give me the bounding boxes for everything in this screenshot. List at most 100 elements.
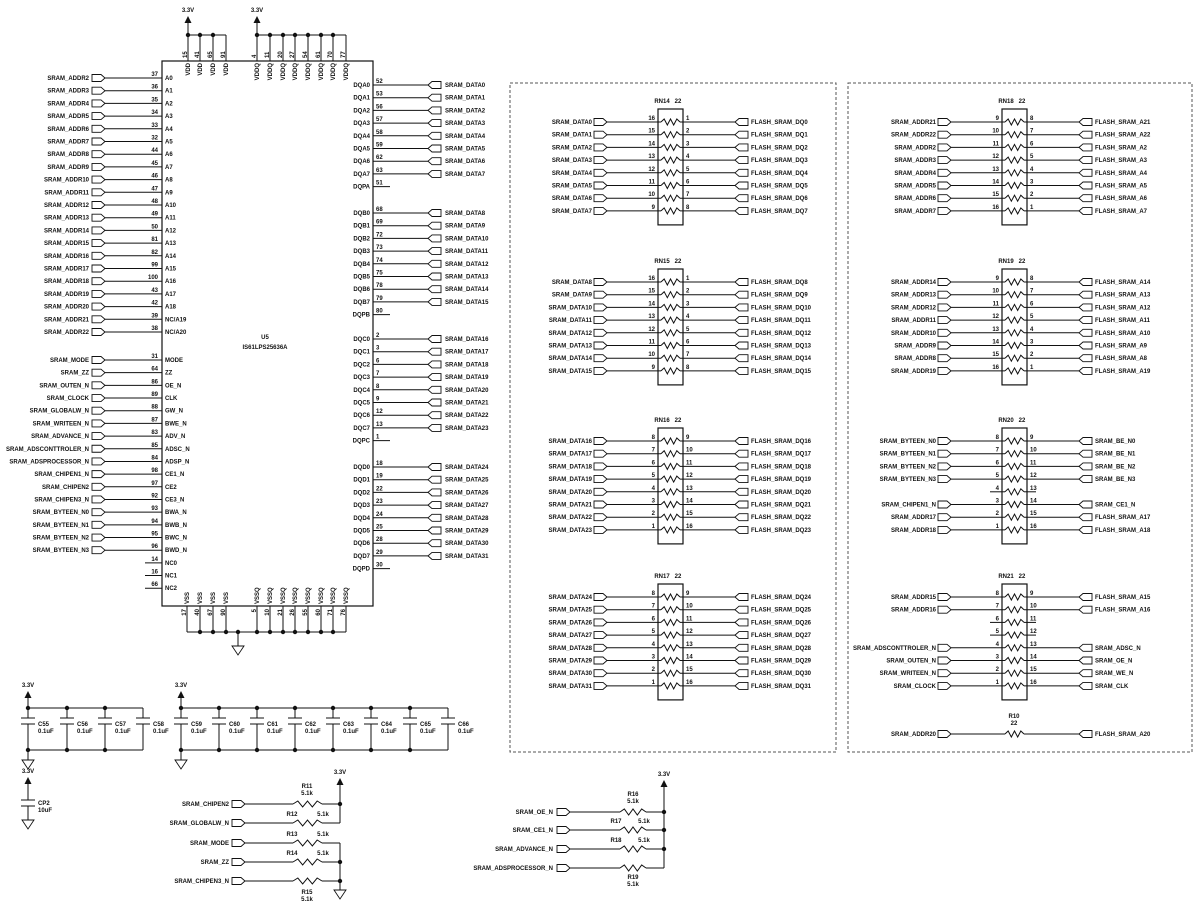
junction-dot [254, 32, 260, 38]
pin-number: 18 [376, 461, 383, 467]
resistor-icon [1004, 366, 1025, 375]
capacitor-ref: C64 [381, 722, 393, 728]
pin-number: 5 [652, 629, 656, 635]
rn-value: 22 [1019, 418, 1026, 424]
net-label: SRAM_DATA28 [445, 516, 489, 522]
net-label: SRAM_CHIPEN1_N [881, 503, 936, 509]
pin-number: 65 [208, 51, 214, 58]
capacitor-value: 0.1uF [115, 729, 131, 735]
pin-number: 50 [151, 224, 158, 230]
net-label: SRAM_DATA17 [549, 452, 593, 458]
junction-dot [330, 747, 336, 753]
resistor-ref: R10 [1008, 714, 1020, 720]
net-label: SRAM_DATA22 [549, 515, 593, 521]
net-port-icon [593, 513, 608, 522]
pin-number: 16 [648, 276, 655, 282]
net-port-icon [427, 398, 442, 407]
junction-dot [337, 878, 343, 884]
capacitor-value: 0.1uF [153, 729, 169, 735]
pin-number: 1 [1030, 365, 1034, 371]
pin-name: DQB1 [353, 224, 370, 230]
net-port-icon [91, 213, 106, 222]
pin-name: VSS [224, 592, 230, 604]
pin-name: VDD [198, 62, 204, 75]
pin-name: BWD_N [165, 548, 187, 554]
net-port-icon [734, 449, 749, 458]
pin-number: 75 [376, 271, 383, 277]
net-port-icon [734, 500, 749, 509]
net-label: FLASH_SRAM_DQ11 [751, 318, 811, 324]
resistor-ref: R16 [627, 792, 639, 798]
pin-number: 5 [996, 473, 1000, 479]
pin-name: DQB0 [353, 211, 370, 217]
pin-name: DQC2 [353, 362, 370, 368]
net-label: FLASH_SRAM_A3 [1095, 158, 1148, 164]
net-label: FLASH_SRAM_DQ25 [751, 608, 812, 614]
pin-name: DQC0 [353, 337, 370, 343]
pin-number: 14 [648, 301, 655, 307]
resistor-icon [1004, 156, 1025, 165]
net-port-icon [1078, 194, 1093, 203]
net-label: SRAM_DATA2 [552, 145, 593, 151]
net-label: SRAM_DATA0 [445, 83, 486, 89]
net-label: FLASH_SRAM_DQ18 [751, 464, 812, 470]
pin-number: 79 [376, 296, 383, 302]
pin-name: DQA3 [353, 121, 370, 127]
net-label: FLASH_SRAM_DQ8 [751, 280, 808, 286]
resistor-ref: R18 [610, 838, 622, 844]
pin-number: 7 [376, 371, 380, 377]
pin-number: 1 [1030, 205, 1034, 211]
net-port-icon [734, 143, 749, 152]
net-label: FLASH_SRAM_A13 [1095, 293, 1151, 299]
net-label: SRAM_DATA7 [552, 209, 593, 215]
net-label: FLASH_SRAM_DQ23 [751, 528, 812, 534]
junction-dot [661, 827, 667, 833]
net-port-icon [427, 157, 442, 166]
capacitor-value: 0.1uF [305, 729, 321, 735]
pin-name: VDDQ [281, 63, 287, 81]
net-label: SRAM_ADSCONTTROLER_N [853, 646, 936, 652]
net-label: SRAM_BYTEEN_N2 [880, 464, 937, 470]
resistor-icon [1004, 605, 1025, 614]
net-label: SRAM_BE_N0 [1095, 439, 1136, 445]
pin-number: 3 [996, 499, 1000, 505]
net-label: SRAM_DATA19 [445, 375, 489, 381]
resistor-icon [1004, 277, 1025, 287]
net-label: SRAM_ADDR3 [47, 89, 89, 95]
pin-name: DQB7 [353, 300, 370, 306]
net-port-icon [1078, 462, 1093, 471]
resistor-value: 5.1k [317, 832, 329, 838]
net-label: SRAM_ADDR16 [891, 608, 937, 614]
pin-number: 80 [376, 309, 383, 315]
net-port-icon [427, 539, 442, 548]
net-port-icon [1078, 449, 1093, 458]
rn-value: 22 [675, 574, 682, 580]
junction-dot [178, 705, 184, 711]
net-port-icon [734, 156, 749, 165]
pin-number: 84 [151, 455, 158, 461]
net-port-icon [231, 877, 246, 885]
net-label: SRAM_ADDR6 [894, 196, 936, 202]
net-label: SRAM_ADDR9 [47, 165, 89, 171]
net-label: SRAM_DATA21 [445, 401, 489, 407]
net-port-icon [937, 303, 952, 312]
ground-icon [174, 759, 188, 770]
net-port-icon [1078, 500, 1093, 509]
pin-number: 8 [1030, 276, 1034, 282]
pin-name: NC/A19 [165, 317, 187, 323]
resistor-icon [660, 592, 681, 602]
net-label: SRAM_DATA13 [445, 275, 489, 281]
net-label: SRAM_DATA21 [549, 503, 593, 509]
pin-number: 15 [992, 192, 999, 198]
net-port-icon [91, 419, 106, 428]
pin-number: 13 [376, 422, 383, 428]
pin-name: DQB2 [353, 236, 370, 242]
pin-number: 31 [151, 354, 158, 360]
pin-number: 13 [992, 167, 999, 173]
pin-number: 15 [648, 289, 655, 295]
net-port-icon [91, 99, 106, 108]
pin-number: 5 [1030, 314, 1034, 320]
net-label: SRAM_BYTEEN_N2 [33, 536, 90, 542]
pin-name: VSS [198, 592, 204, 604]
net-label: FLASH_SRAM_A12 [1095, 305, 1151, 311]
